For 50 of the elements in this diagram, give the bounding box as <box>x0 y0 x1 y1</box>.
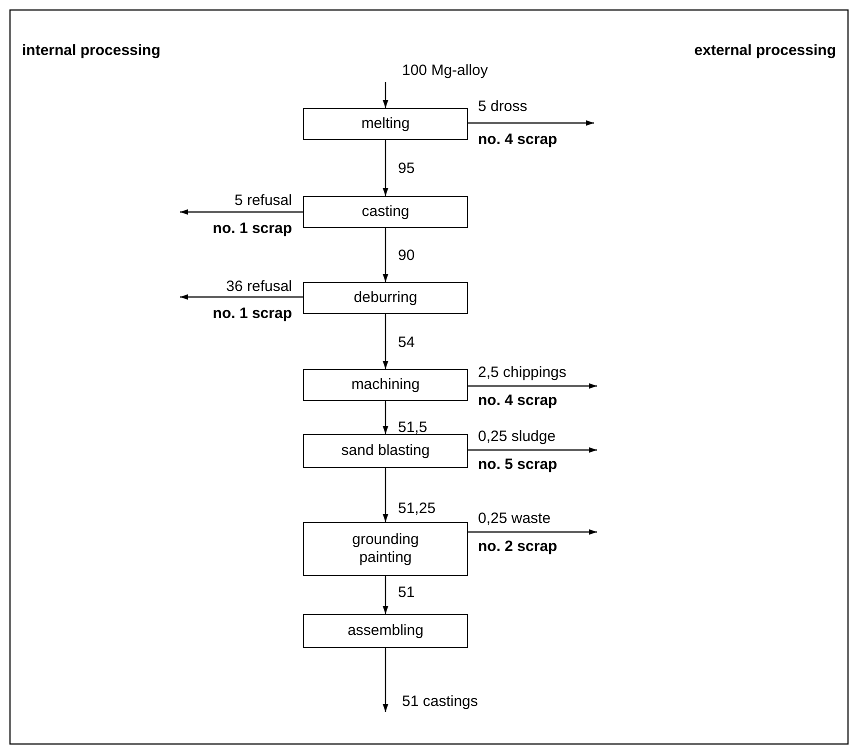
edge-label: 0,25 waste <box>478 510 551 528</box>
process-label: machining <box>350 376 421 394</box>
arrow <box>382 648 388 712</box>
arrow <box>382 140 388 196</box>
arrow <box>468 529 597 535</box>
scrap-label: no. 2 scrap <box>478 538 558 556</box>
arrow <box>180 294 303 300</box>
arrow <box>468 120 594 126</box>
edge-label: 51,5 <box>398 419 428 437</box>
arrow <box>382 82 388 108</box>
process-label: melting <box>360 115 411 133</box>
scrap-label: no. 4 scrap <box>478 131 558 149</box>
arrow <box>382 314 388 369</box>
edge-label: 90 <box>398 247 415 265</box>
edge-label: 51 <box>398 584 415 602</box>
process-label: deburring <box>352 289 418 307</box>
process-label: sand blasting <box>340 442 431 460</box>
arrow <box>180 209 303 215</box>
scrap-label: no. 4 scrap <box>478 392 558 410</box>
edge-label: 36 refusal <box>226 278 292 296</box>
process-box <box>303 108 468 140</box>
edge-label: 95 <box>398 160 415 178</box>
edge-label: 5 refusal <box>234 192 292 210</box>
arrow <box>382 576 388 614</box>
edge-label: 5 dross <box>478 98 528 116</box>
process-box <box>303 614 468 648</box>
scrap-label: no. 1 scrap <box>212 305 292 323</box>
process-box <box>303 434 468 468</box>
edge-label: 2,5 chippings <box>478 364 566 382</box>
edge-label: 51,25 <box>398 500 436 518</box>
process-box <box>303 196 468 228</box>
edge-label: 100 Mg-alloy <box>402 62 488 80</box>
process-box <box>303 282 468 314</box>
edge-label: 54 <box>398 334 415 352</box>
section-heading: external processing <box>694 42 836 60</box>
arrow <box>382 468 388 522</box>
arrow <box>468 447 597 453</box>
process-box <box>303 522 468 576</box>
scrap-label: no. 1 scrap <box>212 220 292 238</box>
arrow <box>468 383 597 389</box>
arrow <box>382 228 388 282</box>
process-label: assembling <box>346 622 424 640</box>
process-label: casting <box>360 203 410 221</box>
process-box <box>303 369 468 401</box>
scrap-label: no. 5 scrap <box>478 456 558 474</box>
edge-label: 51 castings <box>402 693 478 711</box>
edge-label: 0,25 sludge <box>478 428 556 446</box>
arrow <box>382 401 388 434</box>
process-label: grounding painting <box>351 531 420 567</box>
section-heading: internal processing <box>22 42 160 60</box>
